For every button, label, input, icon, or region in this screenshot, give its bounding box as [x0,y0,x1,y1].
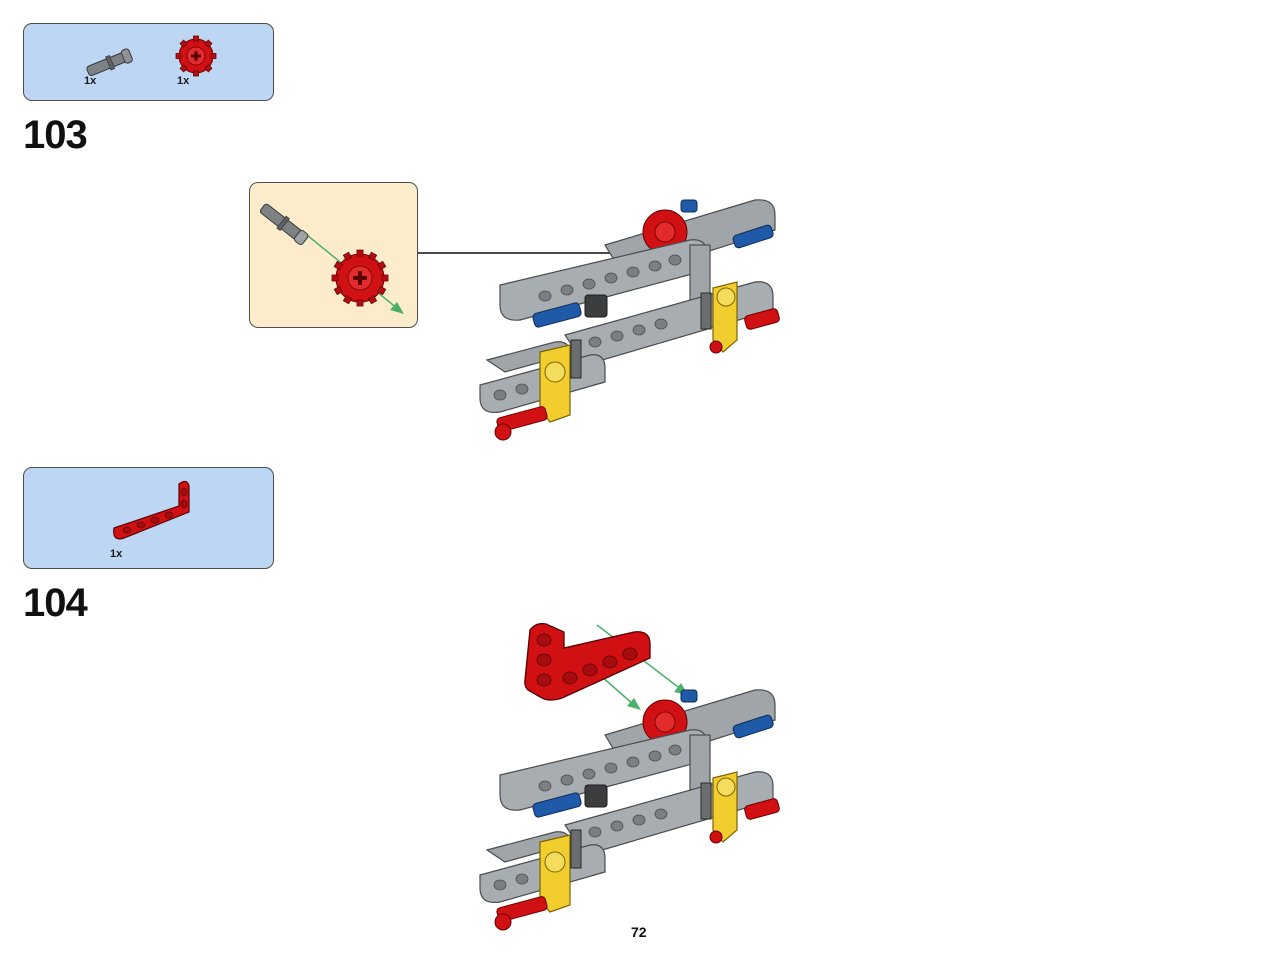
gray-axle-pin-icon [86,48,133,76]
part-qty: 1x [84,75,97,87]
gray-axle-pin-icon [259,203,309,245]
callout-subassembly [249,182,418,328]
red-l-beam-insert [524,622,688,710]
part-qty: 1x [177,75,190,87]
model-illustration [479,689,780,931]
red-gear-icon [331,249,389,307]
parts-list-step-104: 1x [23,467,274,569]
step-number: 104 [23,581,88,625]
parts-list-step-103: 1x 1x [23,23,274,101]
red-gear-icon [175,35,217,77]
part-qty: 1x [110,548,123,560]
step-number: 103 [23,113,88,157]
model-illustration [479,199,780,441]
red-l-beam-icon [113,480,190,540]
page-number: 72 [631,924,647,940]
callout-illustration [259,203,404,314]
